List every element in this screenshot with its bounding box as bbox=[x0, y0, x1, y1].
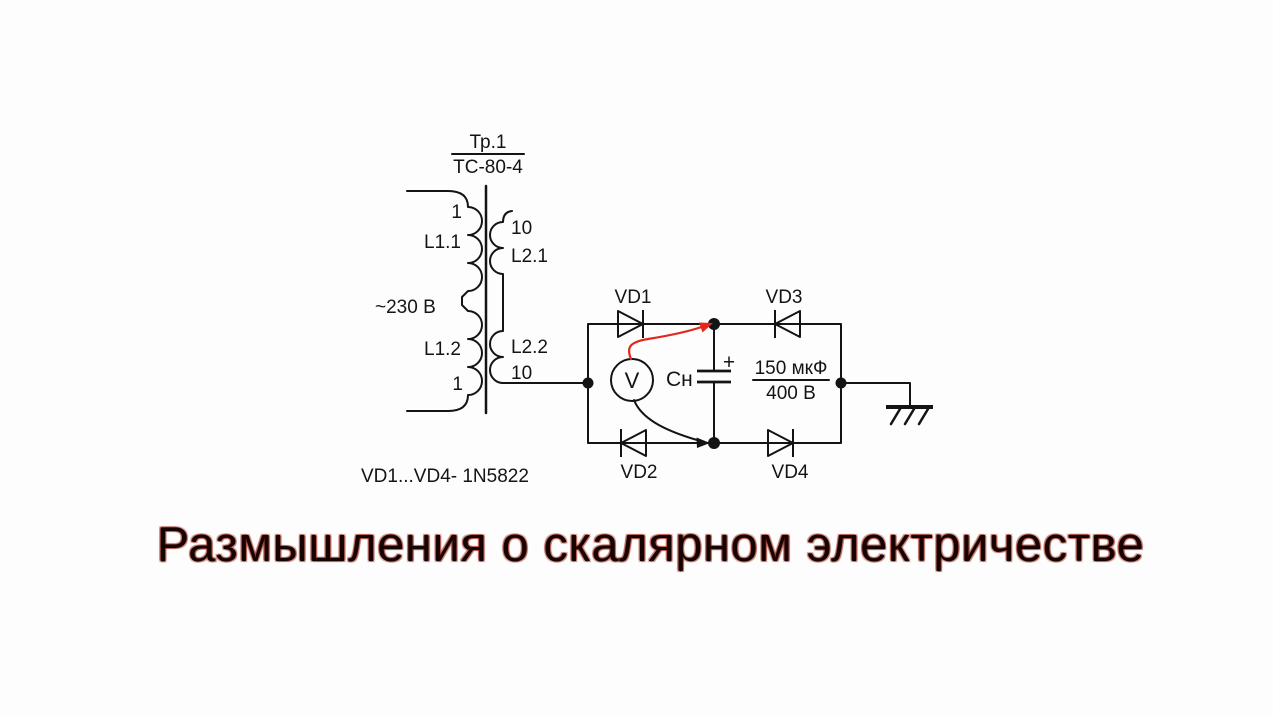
diode-vd4: VD4 bbox=[767, 429, 809, 483]
diode-type-note: VD1...VD4- 1N5822 bbox=[361, 466, 529, 487]
capacitor-capacitance: 150 мкФ bbox=[755, 358, 828, 379]
capacitor: Сн + 150 мкФ 400 В bbox=[666, 323, 830, 444]
diode-vd3: VD3 bbox=[766, 287, 803, 338]
transformer-model: ТС-80-4 bbox=[453, 157, 523, 178]
diode-vd1: VD1 bbox=[615, 287, 652, 338]
diode-vd4-triangle bbox=[767, 429, 794, 457]
diode-vd2: VD2 bbox=[620, 429, 658, 483]
diode-vd3-triangle bbox=[774, 310, 801, 338]
ground-hatch-1 bbox=[889, 407, 902, 426]
voltmeter-probe-red bbox=[627, 325, 705, 361]
primary-winding bbox=[406, 190, 483, 412]
secondary-winding bbox=[489, 210, 589, 384]
winding-l21-turns: 10 bbox=[511, 218, 532, 239]
winding-l22-label: L2.2 bbox=[511, 337, 548, 358]
page-title: Размышления о скалярном электричестве bbox=[156, 518, 1145, 572]
ground-lead bbox=[840, 382, 911, 407]
voltmeter-label: V bbox=[625, 368, 640, 393]
diode-vd2-label: VD2 bbox=[621, 462, 658, 483]
transformer-designator: Тр.1 bbox=[470, 132, 507, 153]
diode-vd3-label: VD3 bbox=[766, 287, 803, 308]
ground-hatch-2 bbox=[903, 407, 916, 426]
capacitor-plus-sign: + bbox=[723, 351, 735, 374]
winding-l22-turns: 10 bbox=[511, 363, 532, 384]
winding-l21-label: L2.1 bbox=[511, 246, 548, 267]
capacitor-voltage-rating: 400 В bbox=[766, 383, 816, 404]
probe-red-arrowhead-icon bbox=[699, 322, 713, 333]
bridge-rectifier: VD1 VD3 VD2 VD4 bbox=[582, 287, 847, 483]
diode-vd2-triangle bbox=[620, 429, 647, 457]
diode-vd1-label: VD1 bbox=[615, 287, 652, 308]
diode-vd1-triangle bbox=[617, 310, 644, 338]
transformer: Тр.1 ТС-80-4 1 L1.1 ~230 В L1.2 1 10 L2.… bbox=[375, 132, 589, 415]
probe-black-arrowhead-icon bbox=[696, 437, 710, 448]
ground-hatch-3 bbox=[917, 407, 930, 426]
voltmeter-icon: V bbox=[610, 322, 713, 448]
diode-vd4-label: VD4 bbox=[772, 462, 809, 483]
earth-ground-icon bbox=[840, 382, 933, 426]
primary-voltage-label: ~230 В bbox=[375, 297, 436, 318]
bridge-frame bbox=[587, 323, 842, 444]
winding-l12-label: L1.2 bbox=[424, 339, 461, 360]
winding-l11-label: L1.1 bbox=[424, 232, 461, 253]
primary-bottom-terminal: 1 bbox=[452, 374, 463, 395]
voltmeter-probe-black bbox=[633, 399, 698, 441]
capacitor-designator: Сн bbox=[666, 368, 693, 391]
junction-dot-left bbox=[582, 377, 594, 389]
primary-top-terminal: 1 bbox=[451, 202, 462, 223]
